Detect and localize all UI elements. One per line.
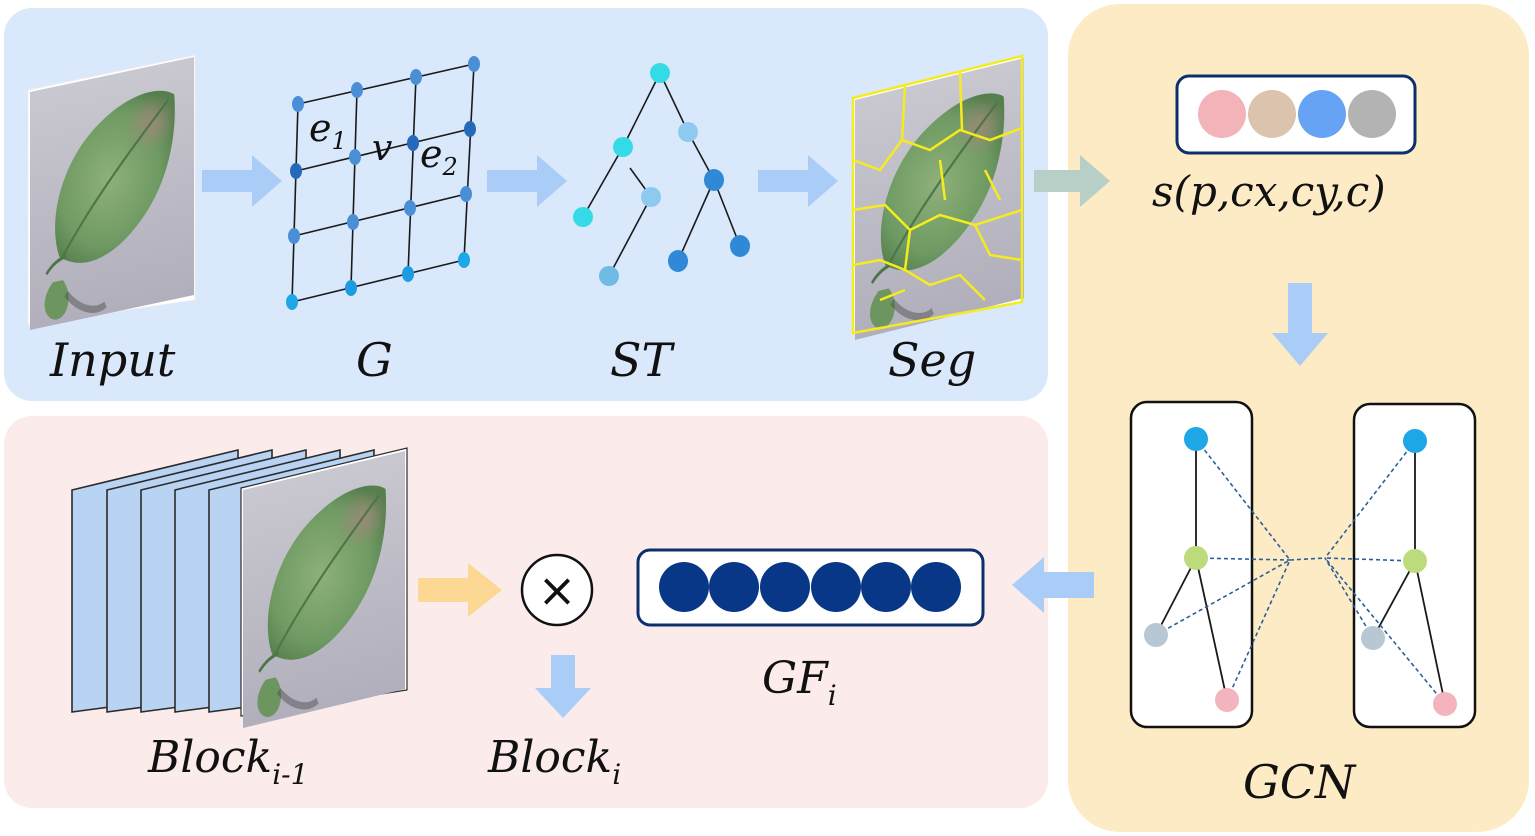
- grid-graph: [291, 63, 475, 303]
- superpixel-feature-label: s(p,cx,cy,c): [1152, 167, 1386, 216]
- spanning-tree-nodes: [573, 63, 750, 286]
- gcn-right-node-bottom: [1433, 692, 1457, 716]
- gcn-left-node-top: [1184, 427, 1208, 451]
- arrow-input-to-graph: [202, 155, 282, 207]
- edge-2-label: e2: [420, 132, 458, 181]
- gcn-label: GCN: [1243, 755, 1357, 809]
- feature-dot-3: [1298, 90, 1346, 138]
- gf-dot-5: [861, 562, 911, 612]
- vertex-label: v: [372, 128, 392, 169]
- top-panel-segmentation: [4, 8, 1048, 401]
- feature-dot-1: [1198, 90, 1246, 138]
- block-leaf-image: [241, 447, 407, 728]
- arrow-gcn-to-gf: [1012, 557, 1094, 613]
- gcn-right-node-top: [1403, 429, 1427, 453]
- multiply-symbol: ×: [538, 563, 577, 617]
- feature-dot-4: [1348, 90, 1396, 138]
- arrow-graph-to-tree: [487, 155, 567, 207]
- arrow-tree-to-seg: [758, 155, 838, 207]
- segmentation-image: [853, 56, 1024, 340]
- gcn-left-node-mid: [1184, 546, 1208, 570]
- feature-dot-2: [1248, 90, 1296, 138]
- graph-label: G: [356, 333, 393, 387]
- block-out-label: Blocki: [487, 732, 621, 791]
- superpixel-feature-vector: [1175, 74, 1417, 155]
- gf-dot-6: [911, 562, 961, 612]
- gf-dot-4: [811, 562, 861, 612]
- gcn-left-node-bottom: [1215, 688, 1239, 712]
- arrow-multiply-to-block: [535, 655, 591, 718]
- segmentation-label: Seg: [888, 333, 976, 387]
- gcn-right-node-left: [1361, 626, 1385, 650]
- input-label: Input: [49, 333, 176, 387]
- gcn-left-node-left: [1144, 623, 1168, 647]
- feature-map-stack: [71, 447, 407, 728]
- arrow-feature-to-gcn: [1272, 283, 1328, 366]
- multiply-operator: ×: [520, 553, 594, 627]
- gf-dot-1: [659, 562, 709, 612]
- arrow-block-to-multiply: [418, 563, 502, 617]
- block-prev-label: Blocki-1: [147, 732, 308, 791]
- grid-graph-nodes: [286, 56, 480, 310]
- gcn-graphs: [1129, 400, 1477, 729]
- input-leaf-image: [28, 55, 195, 330]
- gcn-right-node-mid: [1403, 549, 1427, 573]
- spanning-tree-label: ST: [610, 333, 676, 387]
- edge-1-label: e1: [309, 106, 347, 155]
- graph-feature-label: GFi: [762, 653, 837, 712]
- graph-feature-vector: [636, 548, 985, 627]
- gf-dot-3: [760, 562, 810, 612]
- arrow-seg-to-feature: [1034, 155, 1110, 207]
- gf-dot-2: [709, 562, 759, 612]
